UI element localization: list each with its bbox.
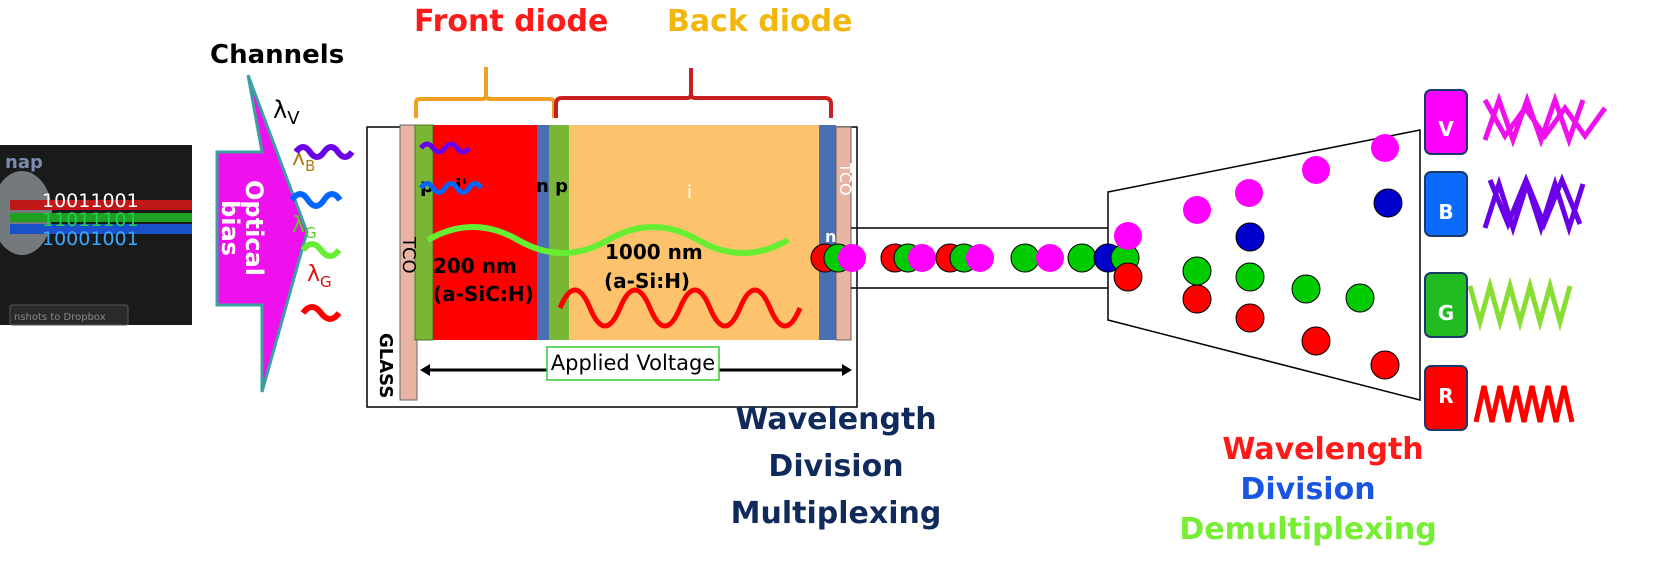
photon-magenta xyxy=(838,244,866,272)
output-box-v xyxy=(1424,89,1468,155)
photon-magenta xyxy=(1371,134,1399,162)
photon-green xyxy=(1345,283,1375,313)
photon-magenta xyxy=(1114,222,1142,250)
optical-bias-line2: bias xyxy=(216,200,244,256)
front-material-label: (a-SiC:H) xyxy=(433,282,534,306)
lambda-b-label: λB xyxy=(292,146,315,175)
violet-output-wave xyxy=(1482,92,1608,148)
source-image-panel: nap 10011001 11011101 10001001 nshots to… xyxy=(0,145,192,326)
fiber-photons xyxy=(810,243,1140,273)
red-device-wave xyxy=(557,287,803,329)
back-diode-brace xyxy=(554,68,833,118)
tco-right-layer xyxy=(835,126,852,341)
output-box-g xyxy=(1424,272,1468,338)
back-material-label: (a-Si:H) xyxy=(604,269,690,293)
demux-caption: Wavelength Division Demultiplexing xyxy=(1158,430,1458,550)
lambda-g-label-2: λG xyxy=(307,262,332,291)
tco-left-label: TCO xyxy=(398,236,419,274)
violet-input-wave xyxy=(293,144,355,160)
photon-green xyxy=(1182,256,1212,286)
blue-output-wave xyxy=(1482,173,1586,237)
mux-caption-line3: Multiplexing xyxy=(730,496,942,531)
photon-magenta xyxy=(1036,244,1064,272)
green-output-wave xyxy=(1467,276,1573,332)
bits-row-3: 10001001 xyxy=(42,228,139,250)
photon-green xyxy=(1235,262,1265,292)
photon-blue xyxy=(1373,188,1403,218)
photon-green xyxy=(1067,243,1097,273)
demux-caption-line3: Demultiplexing xyxy=(1179,512,1437,547)
channels-heading: Channels xyxy=(210,40,345,70)
output-box-r xyxy=(1424,365,1468,431)
junction-p-layer xyxy=(549,125,569,340)
front-diode-heading: Front diode xyxy=(414,4,609,39)
blue-input-wave xyxy=(289,191,343,209)
output-label-r: R xyxy=(1438,384,1453,408)
photon-magenta xyxy=(966,244,994,272)
voltage-arrowhead-left xyxy=(420,364,430,376)
photon-green xyxy=(1291,274,1321,304)
demux-caption-line2: Division xyxy=(1240,472,1376,507)
bits-row-1: 10011001 xyxy=(42,190,139,212)
photon-red xyxy=(1235,303,1265,333)
photon-red xyxy=(1113,262,1143,292)
lambda-g-label-1: λG xyxy=(292,213,317,242)
mux-caption-line1: Wavelength xyxy=(735,402,937,437)
photon-red xyxy=(1370,350,1400,380)
lambda-v-label: λV xyxy=(273,96,300,129)
photon-magenta xyxy=(1235,179,1263,207)
output-box-b xyxy=(1424,171,1468,237)
applied-voltage-box xyxy=(546,346,720,381)
output-channels: V B G R xyxy=(1424,89,1468,431)
demux-caption-line1: Wavelength xyxy=(1222,432,1424,467)
front-diode-brace xyxy=(414,67,556,118)
green-input-wave xyxy=(300,241,342,259)
junction-label: n p xyxy=(536,176,568,197)
back-i-layer xyxy=(569,125,821,340)
optical-bias-arrow xyxy=(215,74,309,393)
demux-funnel xyxy=(1107,129,1421,401)
photon-red xyxy=(1301,326,1331,356)
glass-label: GLASS xyxy=(375,333,396,398)
output-label-v: V xyxy=(1438,117,1454,141)
photon-magenta xyxy=(1183,196,1211,224)
front-thickness-label: 200 nm xyxy=(433,254,517,278)
front-p-layer xyxy=(414,124,434,341)
red-input-wave xyxy=(300,304,342,322)
output-label-b: B xyxy=(1438,200,1453,224)
back-thickness-label: 1000 nm xyxy=(605,240,703,264)
violet-device-wave xyxy=(419,141,471,155)
dropbox-button-label: nshots to Dropbox xyxy=(14,312,106,323)
tco-right-label: TCO xyxy=(836,162,855,196)
green-device-wave xyxy=(426,224,790,256)
back-n-layer xyxy=(819,125,836,340)
source-fragment-label: nap xyxy=(5,152,43,173)
blue-device-wave xyxy=(418,181,484,195)
demux-photons xyxy=(1113,134,1403,380)
optical-bias-line1: Optical xyxy=(240,180,268,276)
bits-row-2: 11011101 xyxy=(42,209,139,231)
n-right-label: n xyxy=(825,227,836,246)
output-label-g: G xyxy=(1438,301,1454,325)
photon-green xyxy=(1010,243,1040,273)
mux-caption-line2: Division xyxy=(768,449,904,484)
back-i-label: i xyxy=(687,182,692,203)
photon-red xyxy=(1182,284,1212,314)
applied-voltage-label: Applied Voltage xyxy=(551,351,715,375)
junction-n-layer xyxy=(537,125,549,340)
voltage-arrowhead-right xyxy=(842,364,852,376)
back-diode-heading: Back diode xyxy=(667,4,853,39)
photon-magenta xyxy=(1302,156,1330,184)
photon-magenta xyxy=(908,244,936,272)
photon-blue xyxy=(1235,222,1265,252)
red-output-wave xyxy=(1473,385,1575,423)
mux-caption: Wavelength Division Multiplexing xyxy=(700,396,972,537)
